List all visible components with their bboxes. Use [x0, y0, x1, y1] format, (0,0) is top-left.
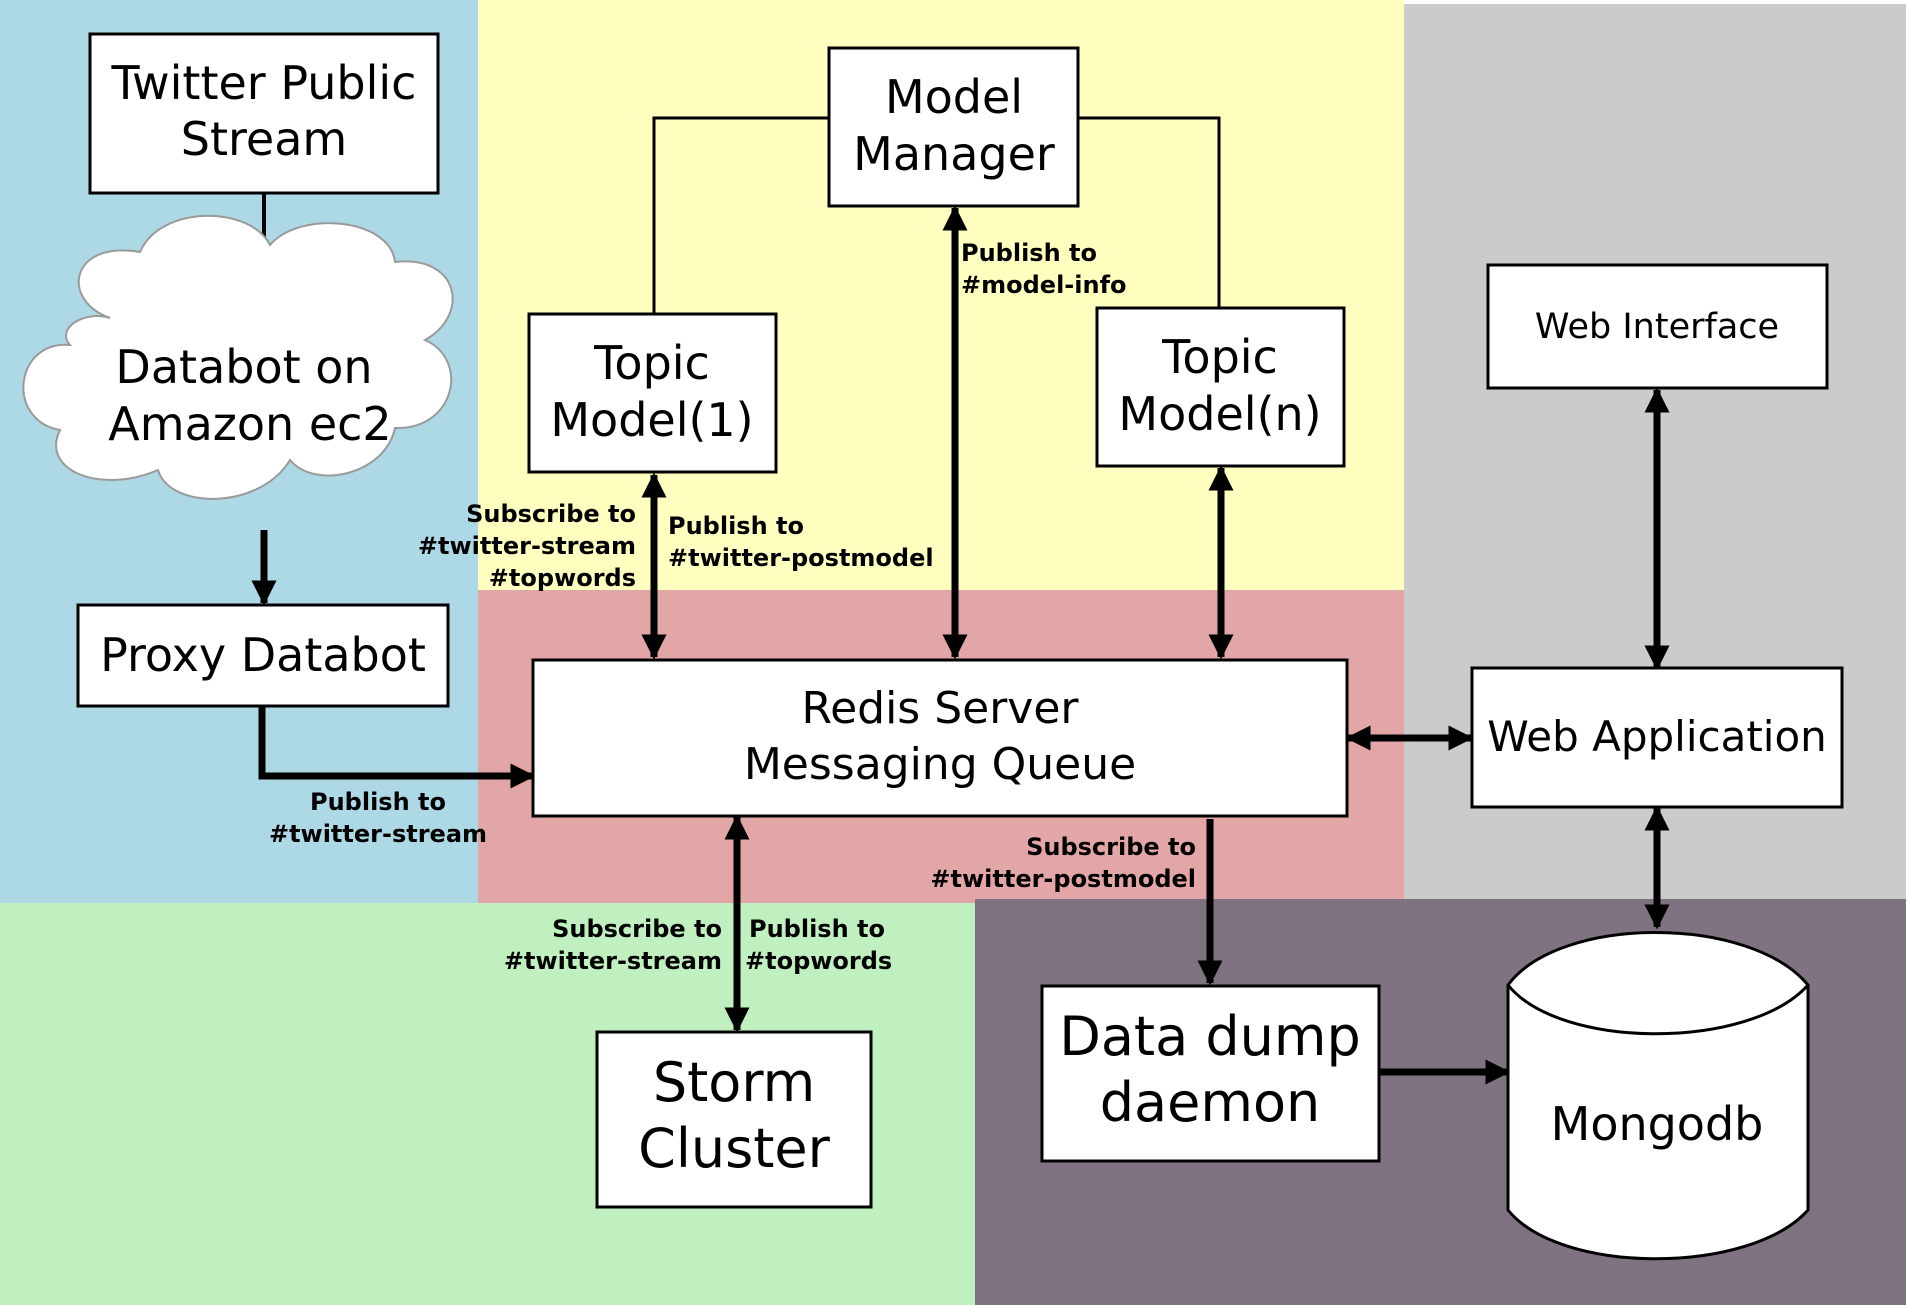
connectors	[251, 116, 1670, 1085]
model-manager-line1: Model	[885, 70, 1023, 124]
mm-publish-line1: Publish to	[961, 239, 1097, 267]
node-web-application: Web Application	[1470, 666, 1844, 809]
link-manager-topicn	[1078, 116, 1221, 308]
edge-labels: Publish to #twitter-stream Subscribe to …	[269, 239, 1196, 975]
tm1-subscribe-line3: #topwords	[489, 564, 636, 592]
cloud-shape	[22, 214, 454, 500]
databot-line1: Databot on	[115, 340, 372, 394]
data-dump-line1: Data dump	[1059, 1005, 1360, 1068]
node-web-interface: Web Interface	[1486, 263, 1829, 390]
node-storm-cluster: Storm Cluster	[595, 1030, 873, 1209]
arrow-proxy-redis	[258, 706, 536, 789]
storm-publish-line2: #topwords	[745, 947, 892, 975]
redis-line1: Redis Server	[801, 683, 1079, 734]
storm-line1: Storm	[653, 1051, 815, 1114]
node-databot-cloud: Databot on Amazon ec2	[22, 214, 454, 500]
mongodb-cylinder-rim	[1506, 983, 1810, 1036]
node-topic-model-n: Topic Model(n)	[1095, 306, 1346, 468]
mm-publish-line2: #model-info	[961, 271, 1127, 299]
tm1-subscribe-line1: Subscribe to	[466, 500, 636, 528]
topic-model-1-line2: Model(1)	[550, 393, 753, 447]
proxy-publish-line2: #twitter-stream	[269, 820, 487, 848]
topic-model-n-line1: Topic	[1161, 330, 1278, 384]
node-data-dump-daemon: Data dump daemon	[1040, 984, 1381, 1163]
topic-model-1-line1: Topic	[593, 336, 710, 390]
tm1-publish-line1: Publish to	[668, 512, 804, 540]
twitter-stream-line1: Twitter Public	[111, 56, 417, 110]
storm-line2: Cluster	[638, 1117, 830, 1180]
node-mongodb: Mongodb	[1506, 931, 1810, 1261]
databot-line2: Amazon ec2	[108, 397, 391, 451]
model-manager-line2: Manager	[853, 127, 1055, 181]
storm-subscribe-line1: Subscribe to	[552, 915, 722, 943]
node-topic-model-1: Topic Model(1)	[527, 312, 778, 474]
mongodb-label: Mongodb	[1551, 1097, 1764, 1151]
data-dump-line2: daemon	[1100, 1071, 1320, 1134]
redis-line2: Messaging Queue	[744, 739, 1136, 790]
storm-subscribe-line2: #twitter-stream	[504, 947, 722, 975]
topic-model-n-line2: Model(n)	[1118, 387, 1321, 441]
tm1-publish-line2: #twitter-postmodel	[668, 544, 934, 572]
proxy-databot-label: Proxy Databot	[100, 628, 426, 682]
node-model-manager: Model Manager	[827, 46, 1080, 208]
web-interface-label: Web Interface	[1535, 307, 1779, 347]
node-proxy-databot: Proxy Databot	[76, 603, 450, 708]
tm1-subscribe-line2: #twitter-stream	[418, 532, 636, 560]
storm-publish-line1: Publish to	[749, 915, 885, 943]
proxy-publish-line1: Publish to	[310, 788, 446, 816]
dump-subscribe-line2: #twitter-postmodel	[930, 865, 1196, 893]
dump-subscribe-line1: Subscribe to	[1026, 833, 1196, 861]
mongodb-cylinder	[1506, 931, 1810, 1261]
node-redis-server: Redis Server Messaging Queue	[531, 658, 1349, 818]
link-manager-topic1	[652, 116, 829, 314]
twitter-stream-line2: Stream	[181, 112, 347, 166]
node-twitter-public-stream: Twitter Public Stream	[88, 32, 440, 195]
web-application-label: Web Application	[1487, 712, 1827, 761]
